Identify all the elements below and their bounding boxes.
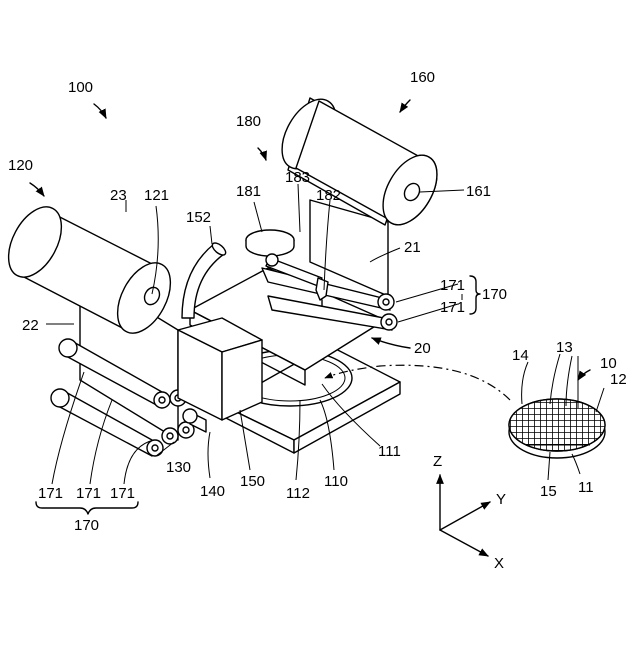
label-171-right-top: 171 bbox=[440, 277, 465, 294]
label-171-bottom-3: 171 bbox=[110, 485, 135, 502]
device-box bbox=[178, 318, 262, 420]
label-100: 100 bbox=[68, 79, 93, 96]
brace-170-right bbox=[470, 276, 480, 314]
label-130: 130 bbox=[166, 459, 191, 476]
label-170-right: 170 bbox=[482, 286, 507, 303]
axis-x-label: X bbox=[494, 555, 504, 572]
label-111: 111 bbox=[378, 443, 401, 460]
label-171-bottom-1: 171 bbox=[38, 485, 63, 502]
label-112: 112 bbox=[286, 485, 310, 502]
label-21: 21 bbox=[404, 239, 421, 256]
axis-y-label: Y bbox=[496, 491, 506, 508]
label-160: 160 bbox=[410, 69, 435, 86]
label-170-bottom: 170 bbox=[74, 517, 99, 534]
brace-170-bottom bbox=[36, 502, 138, 514]
label-182: 182 bbox=[316, 187, 341, 204]
label-20: 20 bbox=[414, 340, 431, 357]
label-23: 23 bbox=[110, 187, 127, 204]
label-152: 152 bbox=[186, 209, 211, 226]
label-121: 121 bbox=[144, 187, 169, 204]
label-180: 180 bbox=[236, 113, 261, 130]
label-11: 11 bbox=[578, 479, 594, 496]
label-15: 15 bbox=[540, 483, 557, 500]
label-181: 181 bbox=[236, 183, 261, 200]
label-22: 22 bbox=[22, 317, 39, 334]
label-183: 183 bbox=[285, 169, 310, 186]
label-171-bottom-2: 171 bbox=[76, 485, 101, 502]
label-10: 10 bbox=[600, 355, 617, 372]
label-171-right-bottom: 171 bbox=[440, 299, 465, 316]
label-14: 14 bbox=[512, 347, 529, 364]
label-110: 110 bbox=[324, 473, 348, 490]
coordinate-axes bbox=[440, 475, 490, 556]
supply-roll bbox=[271, 90, 448, 296]
label-13: 13 bbox=[556, 339, 573, 356]
label-161: 161 bbox=[466, 183, 491, 200]
label-140: 140 bbox=[200, 483, 225, 500]
axis-z-label: Z bbox=[433, 453, 442, 470]
label-120: 120 bbox=[8, 157, 33, 174]
wafer bbox=[509, 399, 605, 458]
label-150: 150 bbox=[240, 473, 265, 490]
label-12: 12 bbox=[610, 371, 627, 388]
